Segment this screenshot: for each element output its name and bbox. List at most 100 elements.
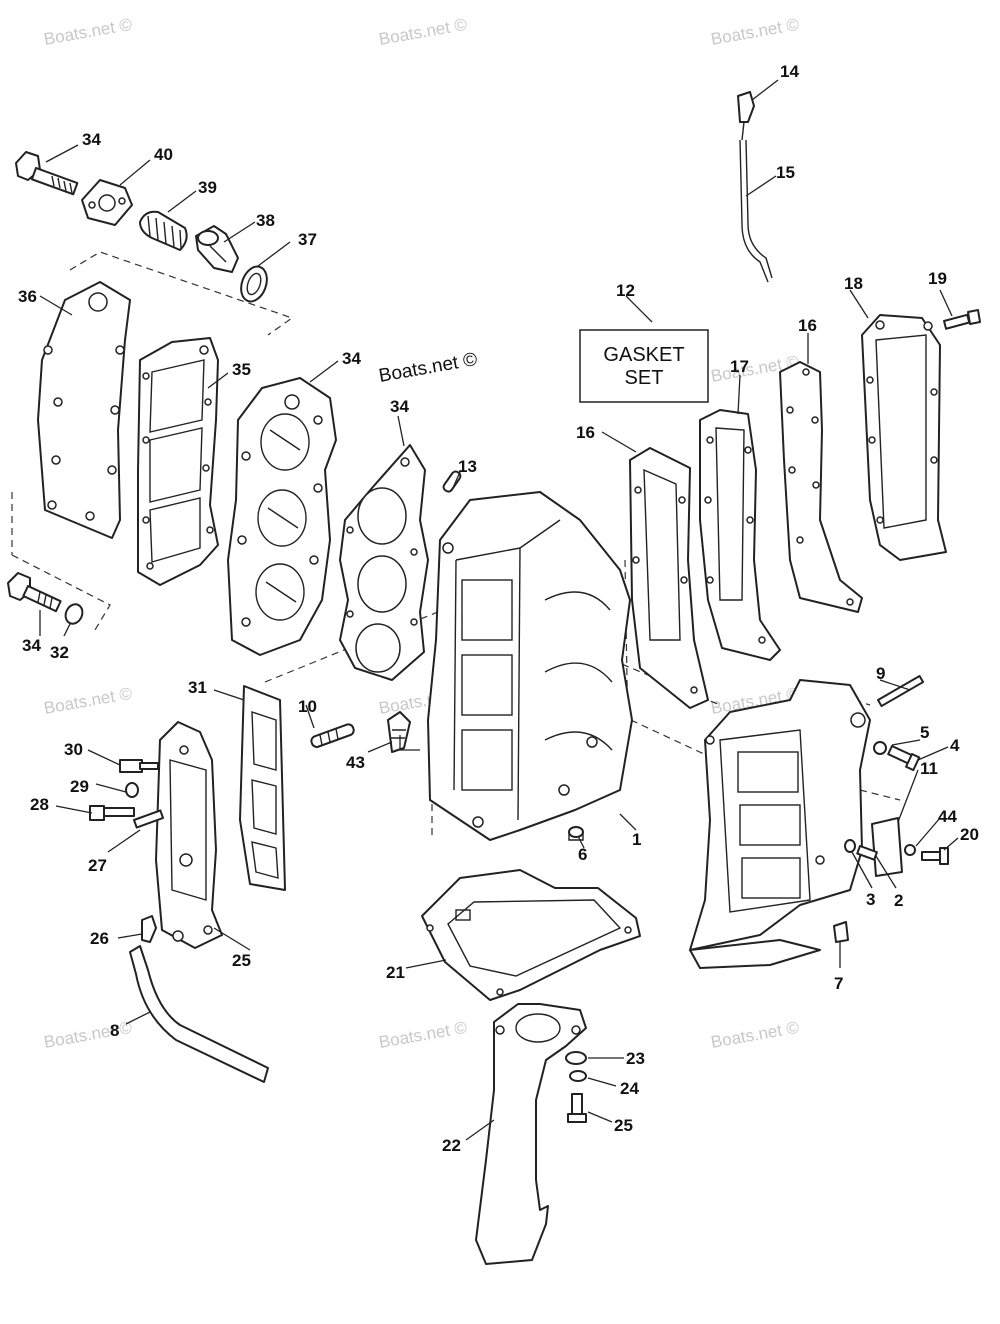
callout-28: 27 [88,856,107,875]
watermark-mid-left: Boats.net © [42,684,133,718]
callout-6: 6 [578,845,587,864]
exhaust-gasket-16-right [779,361,863,613]
callout-44: 44 [938,807,957,826]
cylinder-head-36 [227,377,337,656]
head-cover-38 [37,281,131,539]
callout-4: 4 [950,736,960,755]
callout-labels: 34 40 39 38 37 36 35 34 34 13 14 15 12 1… [18,62,979,1155]
gasket-32 [239,685,286,891]
callout-39: 37 [298,230,317,249]
washer-24 [569,1070,587,1082]
watermark-bottom-right: Boats.net © [709,1018,800,1052]
callout-36: 34 [342,349,361,368]
screw-20 [921,847,949,865]
dowel-pin-13 [442,470,462,493]
plate-11 [871,817,903,877]
screw-4 [887,745,921,772]
gasket-21 [421,869,641,1001]
callout-42: 40 [154,145,173,164]
washer-44 [904,844,916,856]
washer-5 [873,741,887,755]
wire-15 [739,139,773,283]
exhaust-cover-18 [861,314,947,561]
sensor-14 [737,91,755,141]
callout-41: 39 [198,178,217,197]
callout-21: 21 [386,963,405,982]
callout-27: 26 [90,929,109,948]
callout-40: 38 [256,211,275,230]
callout-1: 1 [632,830,641,849]
washer-30 [125,782,139,798]
callout-22: 22 [442,1136,461,1155]
callout-35: 34 [390,397,409,416]
callout-15: 15 [776,163,795,182]
callout-12: 12 [616,281,635,300]
gasket-set-line1: GASKET [603,344,684,366]
washer-3 [844,839,856,853]
bolt-34-lower [7,572,62,613]
watermark-bottom-left: Boats.net © [42,1018,133,1052]
watermark-bottom-center: Boats.net © [377,1018,468,1052]
watermark-center: Boats.net © [377,349,479,387]
callout-23: 23 [626,1049,645,1068]
hose-8 [129,945,269,1083]
watermark-top-right: Boats.net © [709,15,800,49]
watermark-top-left: Boats.net © [42,15,133,49]
callout-8: 8 [110,1021,119,1040]
cover-26 [155,721,223,949]
callout-10: 10 [298,697,317,716]
exhaust-tube-22 [475,1003,587,1265]
spring-41 [139,210,188,251]
seal-39 [240,265,268,303]
callout-5: 5 [920,723,929,742]
callout-2: 2 [894,891,903,910]
callout-37: 35 [232,360,251,379]
callout-29: 28 [30,795,49,814]
head-gasket-35 [339,444,429,681]
crankcase-cover [689,679,871,969]
stud-10 [310,723,355,748]
stud-28 [133,809,165,829]
callout-19: 19 [928,269,947,288]
callout-43: 43 [346,753,365,772]
bolt-19 [943,309,981,330]
callout-30: 29 [70,777,89,796]
callout-18: 18 [844,274,863,293]
fitting-7 [833,921,849,943]
exhaust-gasket-16-left [629,447,709,709]
bolt-34-top [15,151,79,196]
callout-33: 32 [50,643,69,662]
screw-31 [119,759,159,773]
leader-lines [39,79,959,1141]
dowel-pin-6 [568,826,584,841]
callout-16-left: 16 [576,423,595,442]
bolt-9 [877,674,925,708]
screw-29 [89,805,135,821]
head-cover-gasket-37 [137,337,219,586]
thermostat-40 [195,225,239,273]
fitting-27 [141,915,157,943]
callout-38: 36 [18,287,37,306]
callout-14: 14 [780,62,799,81]
callout-32: 31 [188,678,207,697]
cylinder-block [427,491,633,841]
callout-24: 24 [620,1079,639,1098]
screw-25 [567,1093,587,1123]
washer-23 [565,1051,587,1065]
callout-3: 3 [866,890,875,909]
callout-9: 9 [876,664,885,683]
callout-20: 20 [960,825,979,844]
callout-11: 11 [920,759,938,778]
callout-26: 25 [232,951,251,970]
callout-16-right: 16 [798,316,817,335]
washer-33 [64,603,84,625]
gasket-set-line2: SET [625,367,664,389]
fitting-43 [387,711,411,753]
callout-25: 25 [614,1116,633,1135]
exhaust-plate-17 [699,409,781,661]
gasket-set-box: GASKET SET [579,329,709,403]
callout-34-top: 34 [82,130,101,149]
screw-2 [856,844,878,861]
thermostat-cover-gasket-42 [81,179,133,226]
callout-13: 13 [458,457,477,476]
